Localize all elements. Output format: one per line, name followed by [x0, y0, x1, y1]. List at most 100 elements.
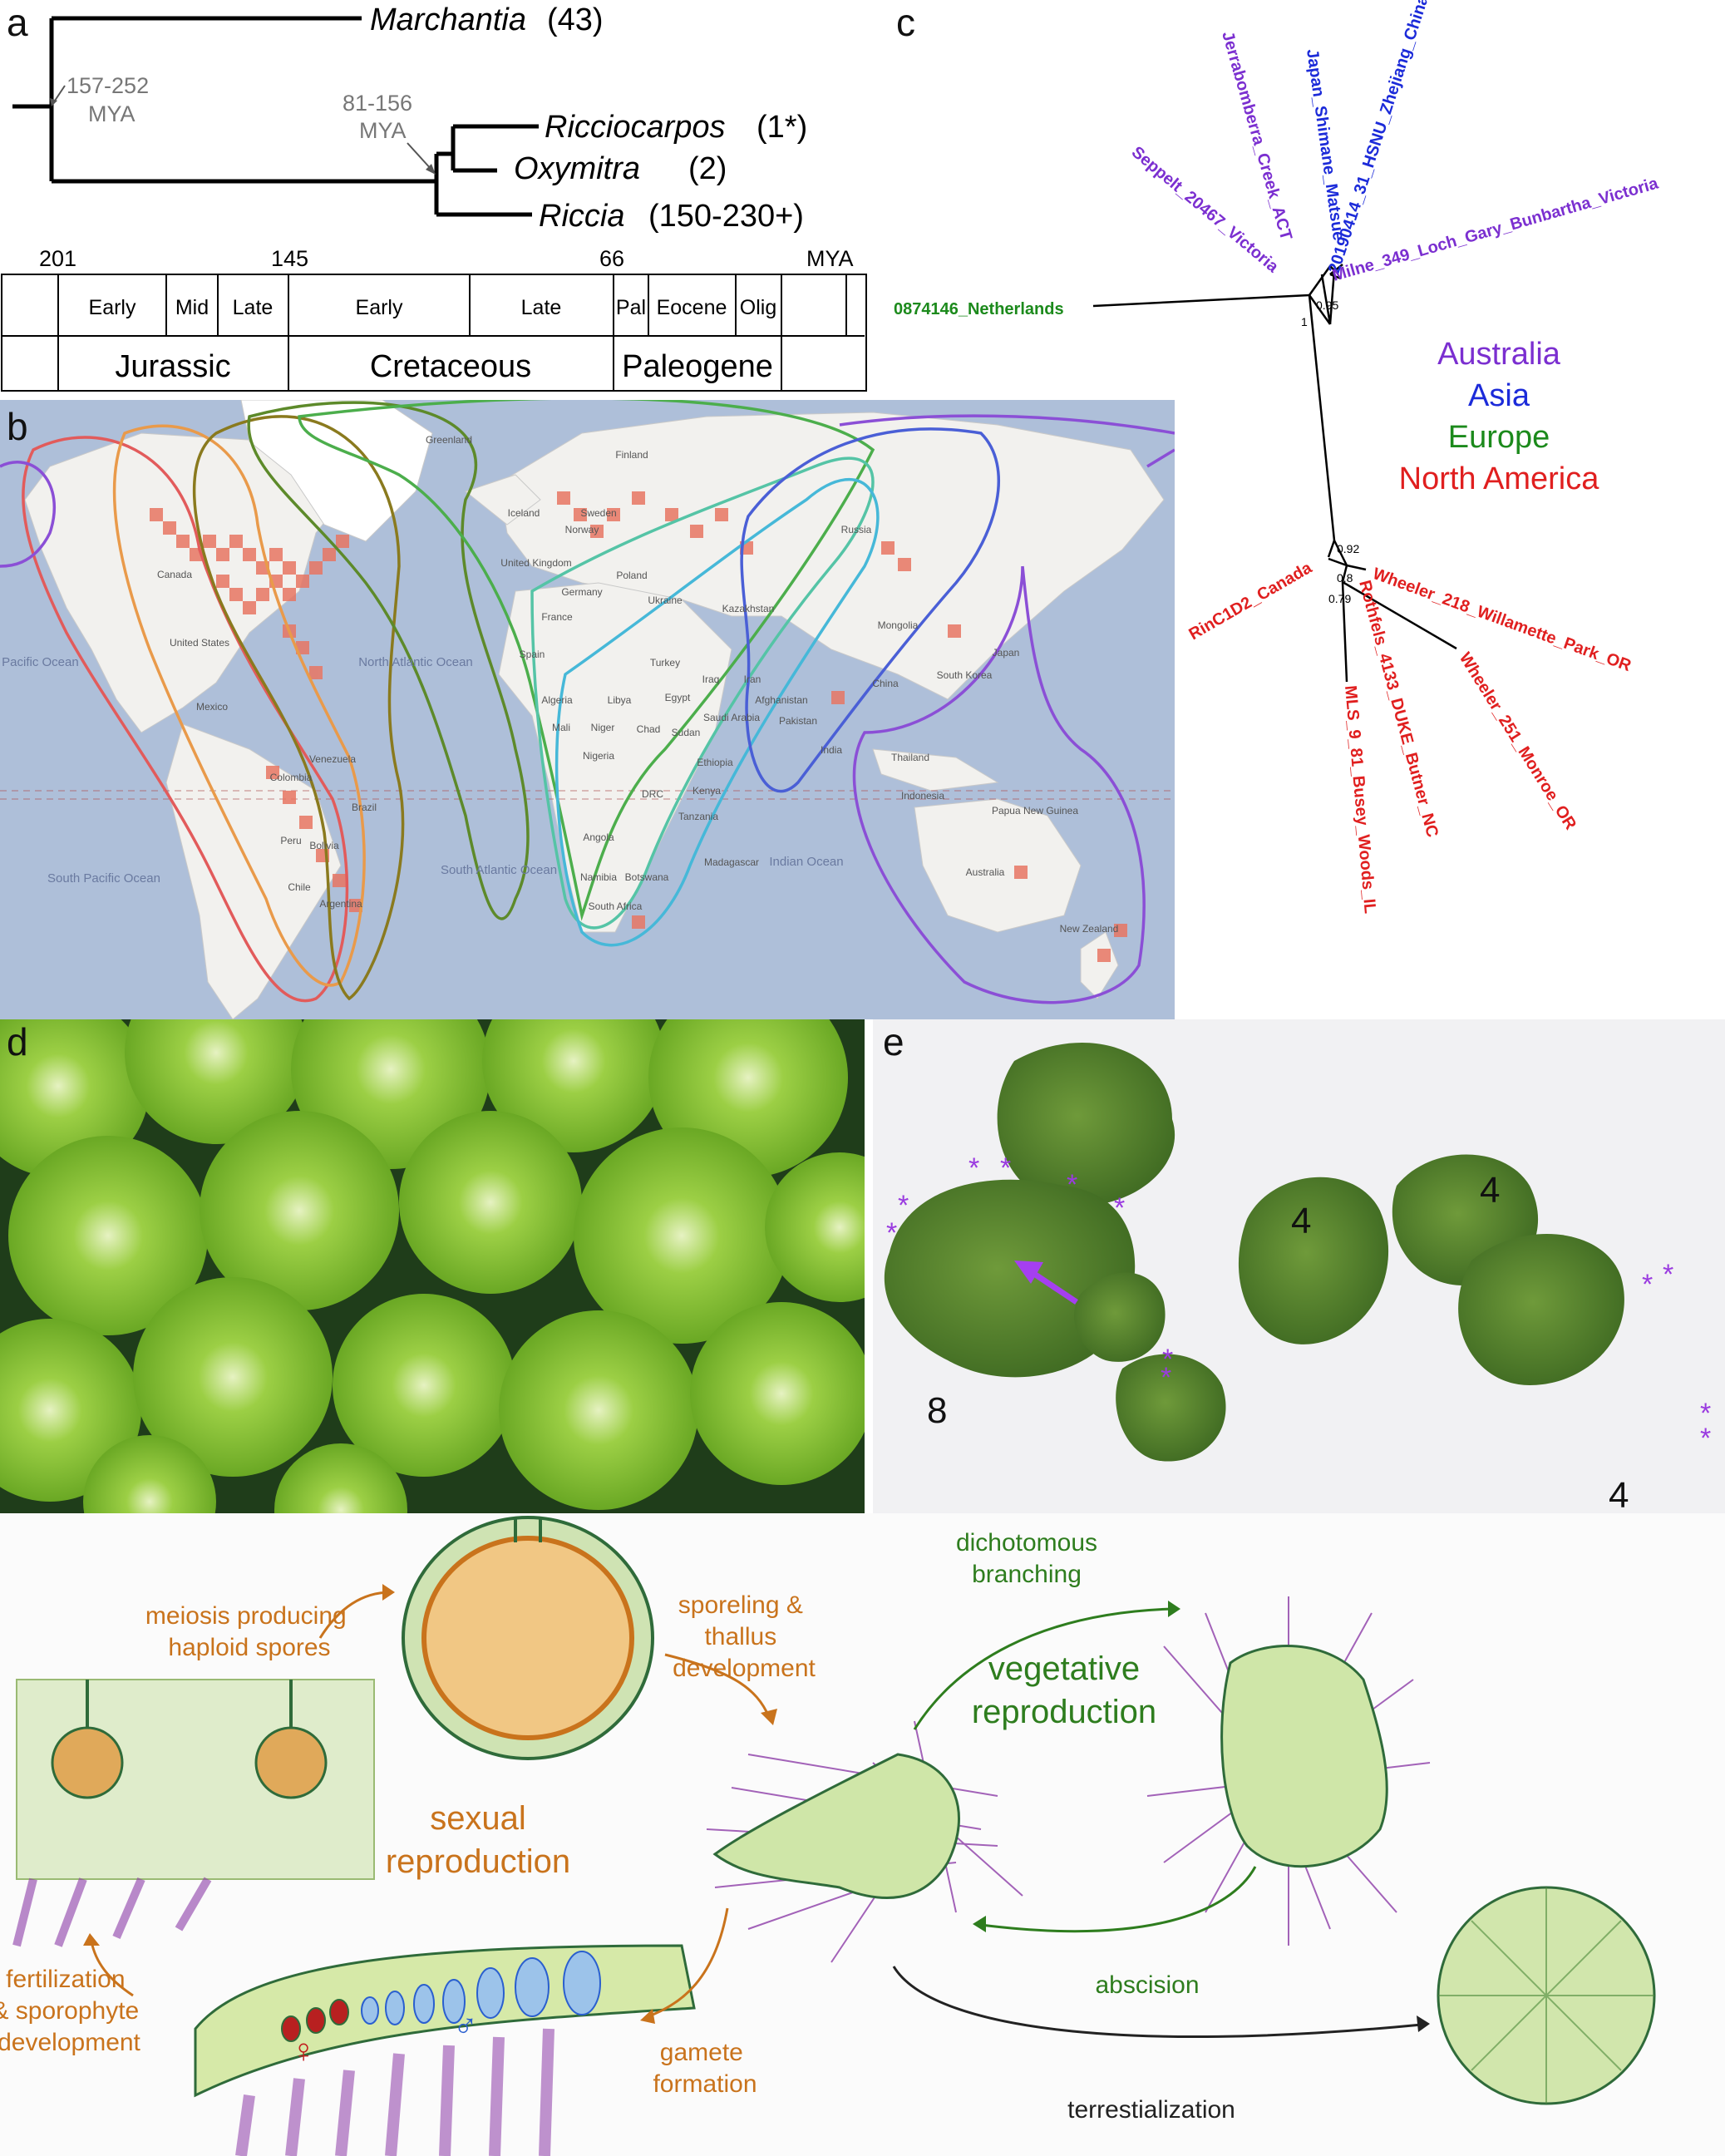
epoch-paleocene: Pal	[616, 296, 646, 319]
svg-text:meiosis producing haploi: meiosis producing haploid spores	[145, 1602, 353, 1661]
svg-text:Iceland: Iceland	[508, 507, 540, 519]
tick-mya: MYA	[806, 246, 854, 271]
svg-text:Spain: Spain	[520, 649, 545, 660]
svg-text:*: *	[1114, 1192, 1125, 1224]
tick-201: 201	[39, 246, 76, 271]
svg-text:United States: United States	[170, 637, 229, 649]
svg-text:4: 4	[1609, 1475, 1629, 1513]
svg-text:Sudan: Sudan	[672, 727, 701, 738]
tip-netherlands: 0874146_Netherlands	[894, 300, 1064, 318]
svg-text:Saudi Arabia: Saudi Arabia	[703, 712, 760, 723]
svg-text:South Pacific Ocean: South Pacific Ocean	[47, 871, 160, 886]
taxon-riccia: Riccia	[539, 199, 624, 234]
sporangium	[402, 1516, 654, 1760]
svg-text:*: *	[1067, 1169, 1077, 1201]
tip-zhejiang: 20190414_31_HSNU_Zhejiang_China	[1325, 0, 1432, 276]
thalli	[884, 1042, 1624, 1462]
svg-text:Australia: Australia	[966, 866, 1005, 878]
svg-text:Afghanistan: Afghanistan	[755, 694, 807, 706]
svg-text:Japan: Japan	[993, 647, 1020, 659]
vegetative-labels: dichotomous branching abscision	[956, 1529, 1200, 1999]
svg-text:France: France	[541, 611, 573, 623]
taxon-marchantia: Marchantia	[370, 2, 526, 37]
svg-text:Thailand: Thailand	[891, 752, 929, 763]
epoch-oligocene: Olig	[740, 296, 776, 319]
thallus-drawing-1	[706, 1720, 1023, 1963]
epoch-early-jurassic: Early	[89, 296, 136, 319]
svg-text:Kenya: Kenya	[692, 785, 721, 797]
svg-text:reproduction: reproduction	[972, 1694, 1156, 1730]
svg-text:Poland: Poland	[616, 570, 647, 581]
rosettes	[0, 1019, 865, 1513]
period-cretaceous: Cretaceous	[370, 349, 531, 384]
svg-text:1: 1	[1301, 315, 1308, 328]
period-jurassic: Jurassic	[115, 349, 230, 384]
branch-counts: 8 4 4 4	[927, 1170, 1629, 1513]
label-meiosis-1: meiosis producing	[145, 1602, 347, 1630]
label-meiosis-2: haploid spores	[168, 1634, 330, 1661]
gametophyte-section	[194, 1944, 696, 2156]
panel-label-c: c	[896, 1, 915, 44]
svg-text:0.95: 0.95	[1316, 298, 1338, 312]
svg-text:Bolivia: Bolivia	[309, 840, 339, 851]
node-age-unit-2: MYA	[359, 118, 407, 143]
tip-milne: Milne_349_Loch_Gary_Bunbartha_Victoria	[1330, 174, 1661, 284]
tip-wheeler-218: Wheeler_218_Willamette_Park_OR	[1370, 565, 1634, 675]
svg-text:Greenland: Greenland	[426, 434, 472, 446]
svg-text:Iraq: Iraq	[702, 673, 720, 685]
life-cycle-diagram: meiosis producing haploid spores sporeli…	[0, 1513, 1725, 2156]
svg-text:Colombia: Colombia	[270, 772, 313, 783]
svg-text:China: China	[872, 678, 899, 689]
svg-text:India: India	[821, 744, 842, 756]
photo-thalli-mat	[0, 1019, 865, 1513]
distribution-map: Greenland Iceland Finland Sweden Norway …	[0, 400, 1175, 1019]
epoch-late-jurassic: Late	[233, 296, 274, 319]
svg-text:Mexico: Mexico	[196, 701, 228, 713]
svg-text:Nigeria: Nigeria	[583, 750, 614, 762]
thallus-section	[16, 1679, 375, 1880]
taxon-oxymitra: Oxymitra	[514, 151, 640, 186]
svg-text:4: 4	[1480, 1170, 1500, 1211]
svg-text:Indonesia: Indonesia	[901, 790, 944, 802]
svg-text:4: 4	[1291, 1201, 1311, 1241]
taxon-riccia-count: (150-230+)	[648, 199, 804, 234]
cycle-arrows	[90, 1591, 1422, 2039]
svg-text:sporeling & thallus: sporeling & thallus development	[673, 1591, 816, 1682]
svg-text:*: *	[1700, 1398, 1711, 1429]
svg-text:fertilization & sporophy: fertilization & sporophyte development	[0, 1966, 146, 2056]
svg-text:Algeria: Algeria	[541, 694, 573, 706]
region-legend: Australia Asia Europe North America	[1399, 337, 1600, 496]
svg-text:Peru: Peru	[280, 835, 301, 846]
place-labels: Greenland Iceland Finland Sweden Norway …	[157, 434, 1118, 935]
svg-text:*: *	[1642, 1269, 1653, 1300]
svg-text:South Atlantic Ocean: South Atlantic Ocean	[441, 863, 557, 877]
svg-text:Australia: Australia	[1437, 337, 1561, 372]
svg-text:Mali: Mali	[552, 722, 570, 733]
male-symbol: ♂	[453, 2008, 478, 2045]
taxon-marchantia-count: (43)	[547, 2, 604, 37]
unrooted-tree: 0.95 1 0.92 0.8 0.79 Jerrabomberra_Creek…	[894, 0, 1661, 915]
tip-mls: MLS_9_81_Busey_Woods_IL	[1341, 685, 1379, 915]
svg-text:Ethiopia: Ethiopia	[697, 757, 733, 768]
female-symbol: ♀	[291, 2033, 316, 2070]
rhizoids-left	[12, 1877, 212, 1947]
occurrence-cells	[150, 491, 1127, 962]
svg-text:Asia: Asia	[1468, 378, 1530, 413]
svg-text:Kazakhstan: Kazakhstan	[722, 603, 775, 614]
label-terrestialization: terrestialization	[1067, 2096, 1235, 2124]
svg-text:0.92: 0.92	[1337, 542, 1359, 555]
panel-label-d: d	[7, 1020, 28, 1063]
epoch-mid-jurassic: Mid	[175, 296, 209, 319]
timescale-grid	[1, 274, 867, 392]
ocean-labels: North Atlantic Ocean South Atlantic Ocea…	[0, 655, 844, 886]
svg-text:South Africa: South Africa	[589, 900, 643, 912]
svg-text:Germany: Germany	[561, 586, 602, 598]
svg-text:Russia: Russia	[841, 524, 872, 535]
tip-jerrabomberra: Jerrabomberra_Creek_ACT	[1218, 29, 1295, 242]
svg-text:Indian Ocean: Indian Ocean	[769, 855, 843, 869]
taxon-ricciocarpos: Ricciocarpos	[545, 110, 726, 145]
svg-text:Egypt: Egypt	[665, 692, 691, 703]
svg-text:Turkey: Turkey	[650, 657, 680, 669]
tree-edges	[1092, 264, 1457, 683]
label-vegetative-reproduction: vegetative reproduction	[972, 1650, 1156, 1730]
